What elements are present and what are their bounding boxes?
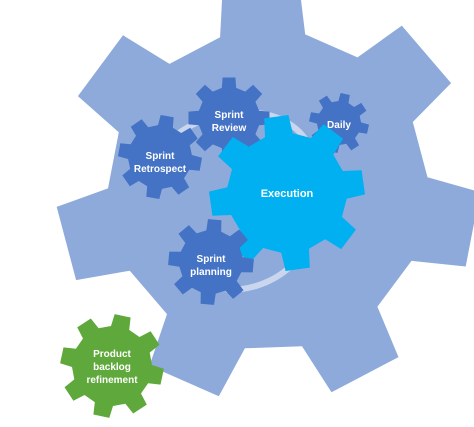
sprint-retrospect-label-line-1: Sprint <box>146 151 176 162</box>
execution-gear: Execution <box>209 115 365 271</box>
sprint-retrospect-gear: Sprint Retrospect <box>118 115 202 199</box>
sprint-planning-gear: Sprint planning <box>168 219 254 305</box>
sprint-retrospect-label-line-2: Retrospect <box>134 164 187 175</box>
execution-gear-shape <box>209 115 365 271</box>
refinement-label-line-3: refinement <box>86 375 138 386</box>
sprint-review-gear: Sprint Review <box>188 77 270 159</box>
sprint-review-label-line-1: Sprint <box>215 110 245 121</box>
daily-label: Daily <box>327 120 351 131</box>
refinement-label-line-1: Product <box>93 349 131 360</box>
sprint-planning-gear-shape <box>168 219 254 305</box>
product-backlog-refinement-gear: Product backlog refinement <box>60 314 164 418</box>
execution-label: Execution <box>261 188 314 200</box>
sprint-planning-label-line-1: Sprint <box>197 254 227 265</box>
sprint-review-gear-shape <box>188 77 270 159</box>
product-backlog-refinement-gear-shape <box>60 314 164 418</box>
sprint-planning-label-line-2: planning <box>190 267 232 278</box>
sprint-review-label-line-2: Review <box>212 123 247 134</box>
sprint-retrospect-gear-shape <box>118 115 202 199</box>
refinement-label-line-2: backlog <box>93 362 131 373</box>
